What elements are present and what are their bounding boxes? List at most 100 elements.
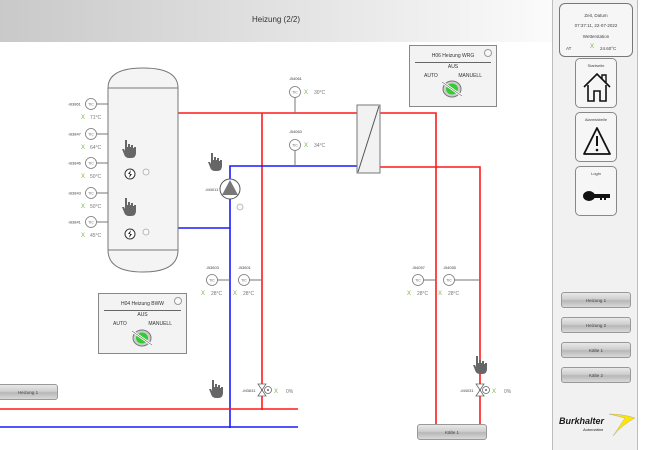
nav-button-kaelte-1[interactable]: Kälte 1	[561, 342, 631, 358]
sensor-icon	[238, 274, 250, 286]
sensor-unit: TIC	[88, 192, 94, 196]
pump-status-lamp	[236, 203, 244, 211]
sensor-unit: TIC	[209, 279, 215, 283]
mode-switch-icon[interactable]	[130, 328, 154, 348]
switch-label-auto: AUTO	[424, 73, 438, 79]
sensor-status: X	[81, 233, 85, 239]
heat-exchanger-icon[interactable]	[356, 104, 381, 174]
switch-label-aus: AUS	[137, 312, 148, 318]
panel-status-lamp	[174, 297, 182, 305]
header-bar: Heizung (2/2)	[0, 0, 552, 42]
switch-panel-wrg: H06 Heizung WRG AUS AUTO MANUELL	[409, 45, 497, 107]
sensor-value: 28°C	[243, 291, 255, 297]
switch-panel-bww: H04 Heizung BWW AUS AUTO MANUELL	[98, 293, 187, 354]
mode-switch-icon[interactable]	[440, 79, 464, 99]
sensor-value: 30°C	[314, 90, 326, 96]
sensor-id: -B3861	[68, 102, 82, 107]
sensor-unit: TIC	[292, 144, 298, 148]
sensor-icon	[443, 274, 455, 286]
pipes	[0, 112, 481, 428]
panel-divider	[415, 62, 491, 63]
hand-icon[interactable]	[122, 140, 136, 158]
sensor-status: X	[201, 291, 205, 297]
sensor-id: -B4057	[412, 265, 426, 270]
nav-alarmtabelle[interactable]: Alarmtabelle	[575, 112, 617, 162]
panel-title: H06 Heizung WRG	[431, 53, 475, 59]
heater-icon[interactable]	[124, 228, 136, 240]
sensor-icon	[85, 187, 97, 199]
logo-sub: Automation	[583, 427, 604, 432]
link-kaelte-1[interactable]: Kälte 1	[417, 424, 487, 440]
link-heizung-1[interactable]: Heizung 1	[0, 384, 58, 400]
pipe-hx-hot-out	[380, 112, 437, 425]
status-lamp	[142, 168, 150, 176]
sensor-unit: TIC	[88, 162, 94, 166]
hand-icon[interactable]	[473, 356, 487, 374]
sidebar: Zeit, Datum 07:37:11, 22-07-2022 Wetters…	[552, 0, 638, 450]
valve-value: 0%	[286, 389, 294, 395]
sensor-status: X	[81, 204, 85, 210]
sensor-value: 45°C	[90, 233, 102, 239]
logo-swoosh-icon	[608, 413, 636, 437]
switch-label-auto: AUTO	[113, 321, 127, 327]
sensor-icon	[85, 128, 97, 140]
valve-status: X	[274, 389, 278, 395]
nav-startseite[interactable]: Startseite	[575, 58, 617, 108]
hand-icon[interactable]	[209, 380, 223, 398]
valve-icon[interactable]	[475, 383, 490, 397]
sensor-status: X	[81, 115, 85, 121]
sensor-id: -B3847	[68, 132, 82, 137]
pump-icon[interactable]	[219, 178, 241, 200]
sensor-id: -B3601	[238, 265, 252, 270]
sensor-status: X	[304, 90, 308, 96]
sensor-icon	[85, 98, 97, 110]
sensor-id: -B4063	[289, 129, 303, 134]
datetime-value: 07:37:11, 22-07-2022	[574, 23, 618, 28]
valve-value: 0%	[504, 389, 512, 395]
company-logo: Burkhalter Automation	[559, 410, 639, 440]
warning-icon	[583, 127, 611, 155]
nav-label: Startseite	[587, 63, 605, 68]
nav-button-heizung-2[interactable]: Heizung 2	[561, 317, 631, 333]
logo-brand: Burkhalter	[559, 416, 605, 426]
sensor-unit: TIC	[292, 91, 298, 95]
sensor-value: 50°C	[90, 204, 102, 210]
key-icon	[583, 191, 610, 201]
page-title: Heizung (2/2)	[251, 15, 301, 24]
sensor-value: 28°C	[417, 291, 429, 297]
nav-button-kaelte-2[interactable]: Kälte 2	[561, 367, 631, 383]
sensor-status: X	[304, 143, 308, 149]
pipe-hx-hot-return	[380, 166, 481, 425]
sensor-value: 28°C	[211, 291, 223, 297]
sensor-id: -B4061	[289, 76, 303, 81]
sensor-value: 28°C	[448, 291, 460, 297]
valve-icon[interactable]	[257, 383, 272, 397]
info-box: Zeit, Datum 07:37:11, 22-07-2022 Wetters…	[559, 3, 633, 57]
sensor-id: -B4055	[443, 265, 457, 270]
hand-icon[interactable]	[208, 153, 222, 171]
nav-login[interactable]: Login	[575, 166, 617, 216]
sensor-icon	[412, 274, 424, 286]
sensor-unit: TIC	[241, 279, 247, 283]
heater-icon[interactable]	[124, 168, 136, 180]
outdoor-temp-status: X	[590, 44, 595, 50]
sensor-id: -B3843	[68, 191, 82, 196]
panel-title: H04 Heizung BWW	[120, 301, 165, 307]
nav-button-heizung-1[interactable]: Heizung 1	[561, 292, 631, 308]
sensor-value: 34°C	[314, 143, 326, 149]
hand-icon[interactable]	[122, 198, 136, 216]
